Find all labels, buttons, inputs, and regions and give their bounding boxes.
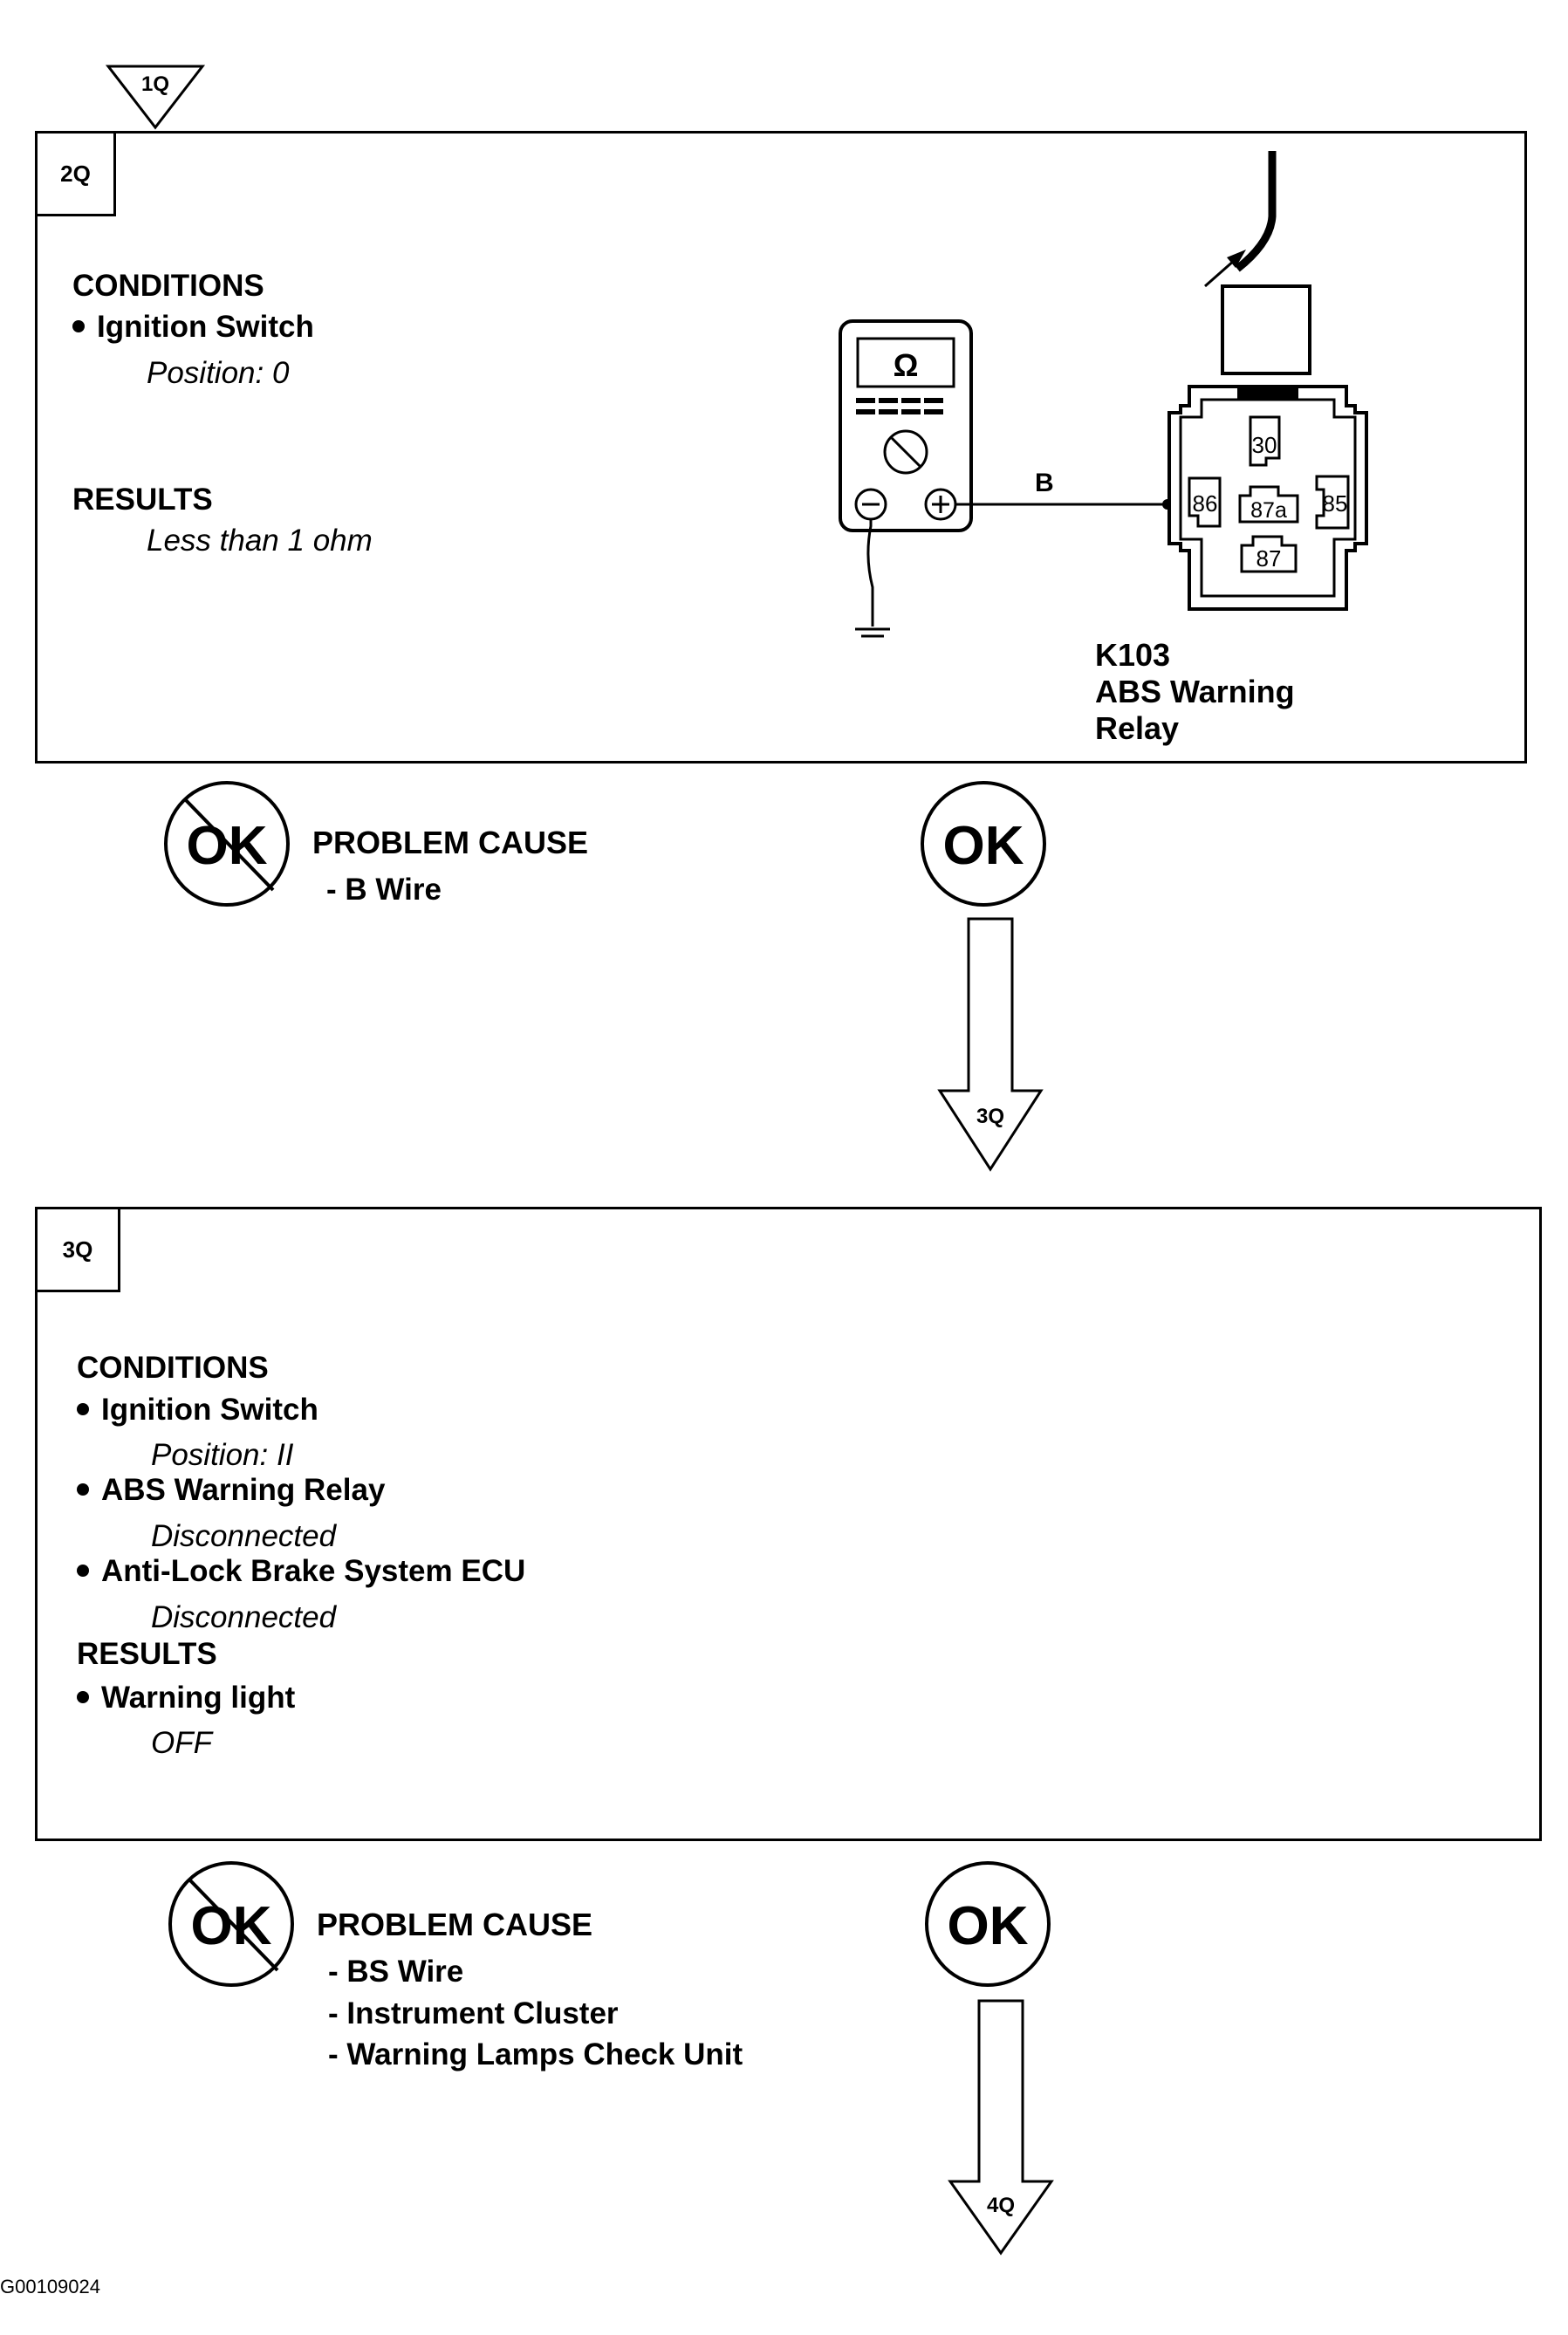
relay-id: K103 [1095,637,1171,673]
step-3q-results-heading: RESULTS [77,1637,217,1671]
relay-name-line2: Relay [1095,710,1180,746]
step-3q-result-item: Warning light [77,1681,295,1715]
step-3q-next-arrow: 4Q [948,1999,1054,2256]
relay-socket: 30 86 87a 85 87 [1167,385,1368,611]
relay-pin-87: 87 [1256,545,1282,572]
step-2q-condition-item: Ignition Switch [72,310,314,345]
step-3q-conditions-heading: CONDITIONS [77,1351,269,1385]
step-2q-problem-cause-title: PROBLEM CAUSE [312,825,589,860]
step-3q-condition-item: Ignition Switch [77,1393,318,1428]
ground-lead [866,519,874,627]
step-2q-ok-icon: OK [921,781,1046,907]
step-3q-condition-value: Position: II [151,1438,294,1472]
ground-symbol-icon [855,627,890,638]
step-2q-next-arrow: 3Q [937,917,1044,1172]
next-step-label: 4Q [987,2194,1015,2217]
incoming-step-label: 1Q [141,72,169,96]
relay-pin-87a: 87a [1250,498,1287,523]
step-3q-result-value: OFF [151,1726,212,1760]
step-2q-results-heading: RESULTS [72,483,213,517]
figure-code: G00109024 [0,2276,100,2297]
relay-pin-86: 86 [1193,490,1218,517]
step-2q-test-diagram: Ω B 30 [839,151,1368,638]
step-3q-condition-item: Anti-Lock Brake System ECU [77,1554,525,1589]
wire-b-label: B [1035,469,1054,497]
relay-name-line1: ABS Warning [1095,674,1295,709]
step-3q-condition-value: Disconnected [151,1600,337,1634]
multimeter-icon: Ω [839,319,973,532]
relay-removed-icon [1221,284,1311,375]
relay-pin-85: 85 [1323,490,1348,517]
step-3q-condition-item: ABS Warning Relay [77,1473,385,1508]
incoming-step-marker: 1Q [105,65,206,130]
not-ok-label: OK [187,816,268,876]
relay-pin-30: 30 [1252,432,1277,458]
step-3q-not-ok-icon: OK [168,1861,294,1987]
not-ok-label: OK [191,1896,272,1956]
step-2q-cause-item: - B Wire [326,873,442,907]
next-step-label: 3Q [976,1105,1004,1128]
step-2q-conditions-heading: CONDITIONS [72,269,264,303]
bullet-icon [77,1402,89,1415]
bullet-icon [72,319,85,332]
step-3q-tag: 3Q [38,1209,120,1292]
ohm-symbol: Ω [894,347,919,383]
step-3q-cause-item: - Instrument Cluster [328,1996,619,2030]
step-3q-problem-cause-title: PROBLEM CAUSE [317,1907,593,1942]
step-2q-result-value: Less than 1 ohm [147,524,373,558]
bullet-icon [77,1690,89,1703]
step-3q-condition-value: Disconnected [151,1519,337,1553]
step-3q-cause-item: - Warning Lamps Check Unit [328,2037,743,2071]
bullet-icon [77,1482,89,1496]
ok-label: OK [943,816,1024,876]
relay-harness-icon [1235,151,1277,272]
step-2q-not-ok-icon: OK [164,781,290,907]
ok-label: OK [948,1896,1029,1956]
step-2q-tag: 2Q [38,134,116,216]
step-3q-ok-icon: OK [925,1861,1051,1987]
step-3q-cause-item: - BS Wire [328,1955,464,1989]
bullet-icon [77,1564,89,1577]
step-2q-condition-value: Position: 0 [147,356,290,390]
step-2q-box: 2Q CONDITIONS Ignition Switch Position: … [35,131,1527,763]
step-3q-box: 3Q CONDITIONS Ignition Switch Position: … [35,1207,1542,1841]
